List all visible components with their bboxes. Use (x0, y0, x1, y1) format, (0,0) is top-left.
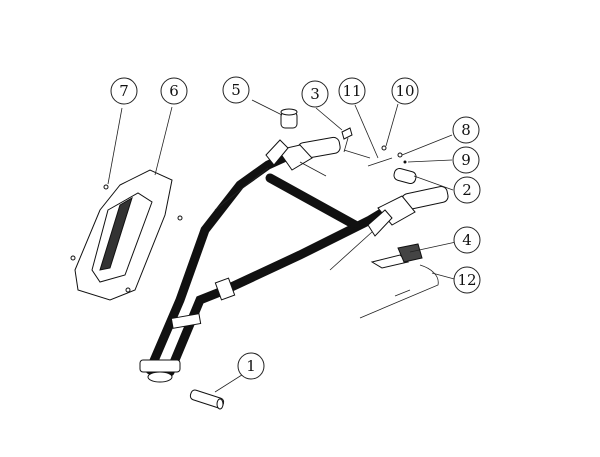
callout-9: 9 (452, 146, 480, 174)
callout-8: 8 (452, 116, 480, 144)
part-2-grip (393, 167, 417, 185)
part-11-rod (367, 157, 393, 167)
part-5-cap (280, 108, 298, 129)
callout-8-label: 8 (461, 121, 471, 139)
callout-12-label: 12 (457, 271, 476, 289)
right-grip-assembly (329, 186, 449, 271)
callout-6: 6 (160, 77, 188, 105)
callout-9-label: 9 (461, 151, 471, 169)
part-3-lever (341, 127, 371, 159)
callout-5: 5 (222, 76, 250, 104)
part-4-brake-lever (370, 243, 423, 269)
part-8-nut (397, 152, 403, 158)
callout-10: 10 (391, 77, 419, 105)
callout-3: 3 (301, 80, 329, 108)
part-7-screw (103, 184, 109, 190)
screw-left (70, 255, 76, 261)
callout-10-label: 10 (395, 82, 414, 100)
callout-2-label: 2 (462, 181, 472, 199)
part-12-cable (359, 264, 439, 319)
screw-bottom (125, 287, 131, 293)
screw-right (177, 215, 183, 221)
callout-6-label: 6 (169, 82, 179, 100)
callout-12: 12 (453, 266, 481, 294)
callout-4-label: 4 (462, 231, 472, 249)
callout-11: 11 (338, 77, 366, 105)
callout-2: 2 (453, 176, 481, 204)
callout-1: 1 (237, 352, 265, 380)
callout-4: 4 (453, 226, 481, 254)
handlebar-frame (139, 150, 400, 383)
callout-3-label: 3 (310, 85, 320, 103)
part-6-cover (74, 169, 173, 301)
part-1-pin (189, 389, 225, 410)
callout-7-label: 7 (119, 82, 129, 100)
callout-5-label: 5 (231, 81, 241, 99)
left-grip-assembly (214, 136, 341, 211)
part-9-washer (403, 160, 407, 164)
callout-1-label: 1 (246, 357, 256, 375)
callout-7: 7 (110, 77, 138, 105)
part-10-washer (381, 145, 387, 151)
callout-11-label: 11 (342, 82, 361, 100)
